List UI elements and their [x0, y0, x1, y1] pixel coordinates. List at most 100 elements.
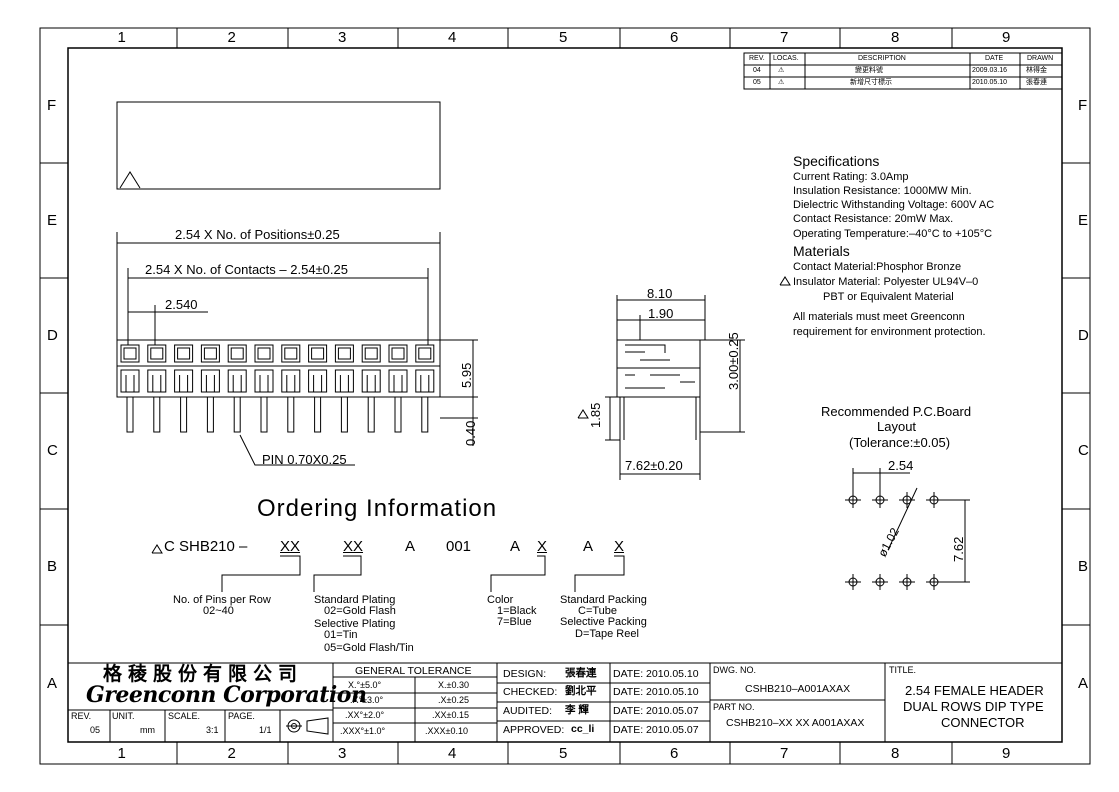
- zone-label: 4: [448, 745, 457, 762]
- code-packing: X: [614, 538, 625, 555]
- material-line: Contact Material:Phosphor Bronze: [793, 261, 962, 273]
- rev-label: REV.: [71, 711, 92, 721]
- pin: [233, 396, 241, 433]
- pcb-pitch: 2.54: [888, 458, 914, 473]
- code-001: 001: [446, 538, 472, 555]
- page-label: PAGE.: [228, 711, 255, 721]
- contact-cavity: [334, 344, 354, 363]
- contact-cavity: [281, 369, 301, 393]
- pins-range: 02~40: [203, 605, 234, 617]
- contact-cavity: [254, 344, 274, 363]
- contact-cavity: [147, 369, 167, 393]
- code-prefix: C SHB210 –: [164, 538, 248, 555]
- specs-title: Specifications: [793, 153, 880, 169]
- dim-positions: 2.54 X No. of Positions±0.25: [175, 227, 340, 242]
- zone-label: D: [1078, 326, 1089, 344]
- plating-line: 01=Tin: [324, 629, 358, 641]
- tolerance-angle: .XX°±2.0°: [345, 710, 385, 720]
- zone-label: 9: [1002, 745, 1011, 762]
- drawn-header: DRAWN: [1027, 55, 1054, 62]
- contact-cavity: [147, 344, 167, 363]
- pin: [206, 396, 214, 433]
- zone-label: 1: [117, 29, 126, 46]
- zone-label: D: [47, 326, 58, 344]
- contact-cavity: [227, 344, 247, 363]
- dim-contacts: 2.54 X No. of Contacts – 2.54±0.25: [145, 262, 348, 277]
- contact-cavity: [415, 369, 435, 393]
- zone-label: F: [1078, 96, 1088, 114]
- dim-row-spacing: 7.62±0.20: [625, 458, 683, 473]
- drawing-title-2: DUAL ROWS DIP TYPE: [903, 699, 1044, 714]
- contact-cavity: [361, 369, 381, 393]
- side-view: [577, 295, 745, 480]
- design-name: 張春連: [565, 667, 597, 679]
- drawing-title-1: 2.54 FEMALE HEADER: [905, 683, 1044, 698]
- design-date: DATE: 2010.05.10: [613, 668, 699, 680]
- contact-cavity: [120, 369, 140, 393]
- dwg-label: DWG. NO.: [713, 665, 756, 675]
- plating-line: 05=Gold Flash/Tin: [324, 642, 414, 654]
- plating-line: Selective Plating: [314, 618, 396, 630]
- zone-label: C: [1078, 442, 1089, 459]
- tolerance-title: GENERAL TOLERANCE: [355, 665, 472, 677]
- rev-header: REV.: [749, 55, 765, 62]
- zone-label: 2: [227, 29, 236, 46]
- date-header: DATE: [985, 55, 1004, 62]
- packing-line: C=Tube: [578, 605, 618, 617]
- contact-cavity: [227, 369, 247, 393]
- packing-line: Standard Packing: [560, 594, 647, 606]
- material-line: requirement for environment protection.: [793, 326, 986, 338]
- contact-cavity: [200, 369, 220, 393]
- dim-side-width: 8.10: [647, 286, 673, 301]
- front-view: [116, 339, 441, 433]
- packing-line: D=Tape Reel: [575, 628, 639, 640]
- tolerance-linear: .XX±0.15: [432, 710, 469, 720]
- approved-name: cc_li: [571, 723, 595, 735]
- page-value: 1/1: [259, 725, 272, 735]
- color-line: Color: [487, 594, 514, 606]
- code-a1: A: [405, 538, 416, 555]
- zone-label: 3: [338, 29, 347, 46]
- contact-cavity: [174, 369, 194, 393]
- scale-label: SCALE.: [168, 711, 201, 721]
- pcb-title-2: Layout: [877, 419, 917, 434]
- company-name-en: Greenconn Corporation: [86, 682, 367, 708]
- rev-value: 05: [90, 725, 101, 735]
- rev-05-desc: 新增尺寸標示: [850, 79, 892, 86]
- zone-label: C: [47, 442, 58, 459]
- rev-05: 05: [753, 79, 761, 86]
- material-line: PBT or Equivalent Material: [823, 291, 954, 303]
- contact-cavity: [388, 344, 408, 363]
- pcb-title-1: Recommended P.C.Board: [821, 404, 972, 419]
- zone-label: 8: [891, 29, 900, 46]
- contact-cavity: [120, 344, 140, 363]
- description-header: DESCRIPTION: [858, 55, 906, 62]
- packing-line: Selective Packing: [560, 616, 647, 628]
- plating-line: 02=Gold Flash: [324, 605, 396, 617]
- checked-name: 劉北平: [565, 685, 597, 697]
- dim-side-post: 1.85: [588, 402, 603, 428]
- unit-value: mm: [140, 725, 155, 735]
- spec-line: Current Rating: 3.0Amp: [793, 171, 909, 183]
- rev-05-date: 2010.05.10: [972, 79, 1008, 86]
- zone-label: 5: [559, 29, 568, 46]
- approved-label: APPROVED:: [503, 724, 565, 736]
- dim-height: 5.95: [459, 362, 474, 388]
- pcb-layout: [845, 468, 970, 590]
- contact-cavity: [308, 369, 328, 393]
- code-a2: A: [510, 538, 521, 555]
- material-line: Insulator Material: Polyester UL94V–0: [793, 276, 979, 288]
- warning-icon: ⚠: [778, 67, 785, 74]
- part-label: PART NO.: [713, 702, 755, 712]
- materials-title: Materials: [793, 243, 850, 259]
- dim-side-offset: 1.90: [648, 306, 674, 321]
- spec-line: Operating Temperature:–40°C to +105°C: [793, 228, 993, 240]
- zone-label: 4: [448, 29, 457, 46]
- tolerance-angle: .X°±3.0°: [350, 695, 384, 705]
- pin: [180, 396, 188, 433]
- pin: [260, 396, 268, 433]
- dwg-number: CSHB210–A001AXAX: [745, 683, 851, 695]
- tolerance-linear: .X±0.25: [438, 695, 469, 705]
